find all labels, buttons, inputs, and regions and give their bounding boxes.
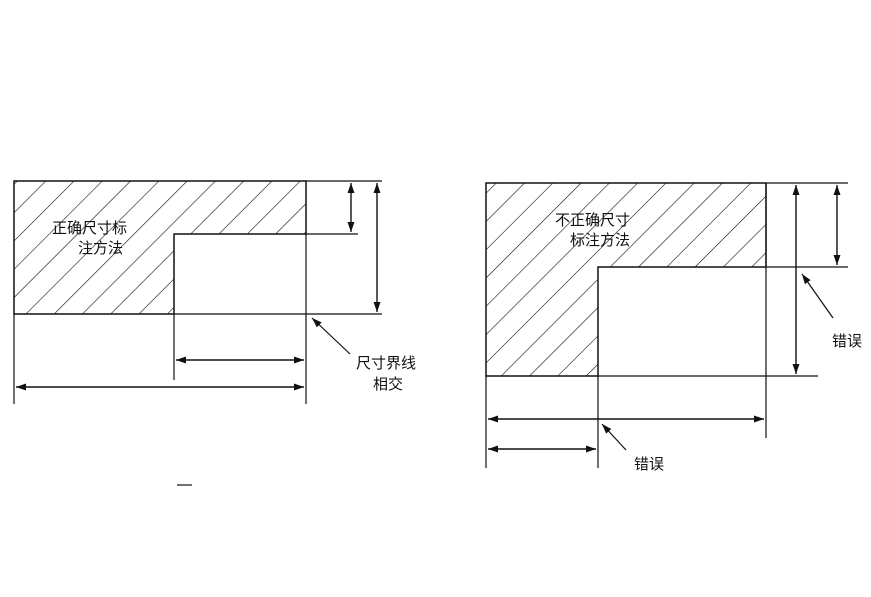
left-hatched-section — [13, 180, 307, 315]
left-figure — [13, 180, 382, 486]
left-callout-line1: 尺寸界线 — [356, 354, 416, 372]
left-callout-leader — [311, 317, 351, 355]
left-title-line1: 正确尺寸标 — [52, 219, 127, 237]
right-dimension-lines — [488, 185, 841, 453]
labels: 正确尺寸标 注方法 尺寸界线 相交 不正确尺寸 标注方法 错误 错误 — [52, 211, 862, 473]
left-dimension-lines — [16, 183, 381, 391]
right-error-label-side: 错误 — [832, 332, 862, 350]
left-extension-lines — [13, 180, 382, 404]
right-error-leader-side — [801, 273, 834, 319]
left-callout-line2: 相交 — [373, 375, 403, 393]
left-title-line2: 注方法 — [78, 239, 123, 257]
right-title-line2: 标注方法 — [570, 231, 630, 249]
right-extension-lines — [485, 182, 848, 468]
right-figure — [485, 182, 848, 468]
right-error-leader-bottom — [601, 423, 627, 451]
right-error-label-bottom: 错误 — [634, 455, 664, 473]
right-title-line1: 不正确尺寸 — [555, 211, 630, 229]
